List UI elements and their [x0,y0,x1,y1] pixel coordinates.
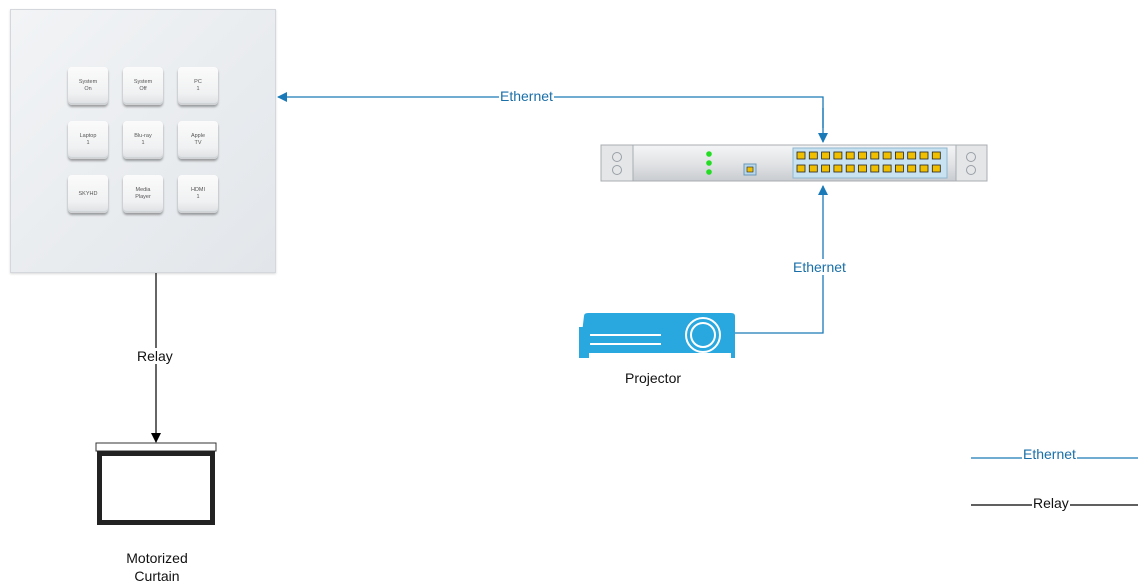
keypad-button-media-player[interactable]: Media Player [123,175,163,213]
switch-port [919,164,929,173]
switch-port [931,164,941,173]
ethernet-label-projector-switch: Ethernet [792,259,847,275]
status-led-icons [706,151,712,175]
switch-ports [796,151,941,173]
keypad-button-apple-tv[interactable]: Apple TV [178,121,218,159]
projection-screen-icon [95,442,217,525]
switch-port [907,164,917,173]
switch-port [821,164,830,173]
switch-port [845,164,855,173]
keypad-button-blu-ray-1[interactable]: Blu-ray 1 [123,121,163,159]
curtain-label: Motorized Curtain [126,550,188,584]
connector-keypad-switch [277,92,828,143]
switch-port [895,164,904,173]
switch-port [931,151,941,160]
keypad-button-system-off[interactable]: System Off [123,67,163,105]
switch-port [796,164,806,173]
switch-port [833,164,843,173]
switch-port [796,151,806,160]
keypad-button-laptop-1[interactable]: Laptop 1 [68,121,108,159]
switch-port [821,151,830,160]
switch-port [808,164,818,173]
ethernet-label-keypad-switch: Ethernet [499,88,554,104]
switch-port [858,164,867,173]
network-switch [600,144,988,182]
legend-ethernet-label: Ethernet [1022,446,1077,462]
switch-port [870,151,880,160]
connector-projector-switch [734,185,828,334]
switch-port [919,151,929,160]
switch-port [907,151,917,160]
switch-port [858,151,867,160]
keypad-button-pc-1[interactable]: PC 1 [178,67,218,105]
projector-icon [579,313,735,358]
keypad-button-system-on[interactable]: System On [68,67,108,105]
switch-port [882,164,892,173]
legend-relay-label: Relay [1032,495,1070,511]
keypad-button-hdmi-1[interactable]: HDMI 1 [178,175,218,213]
switch-port [833,151,843,160]
switch-port [895,151,904,160]
relay-label-keypad-curtain: Relay [136,348,174,364]
projector-label: Projector [625,370,682,386]
switch-port [870,164,880,173]
keypad-panel: System On System Off PC 1 Laptop 1 Blu-r… [10,9,276,273]
switch-port [808,151,818,160]
switch-port [882,151,892,160]
switch-port [845,151,855,160]
keypad-button-skyhd[interactable]: SKYHD [68,175,108,213]
